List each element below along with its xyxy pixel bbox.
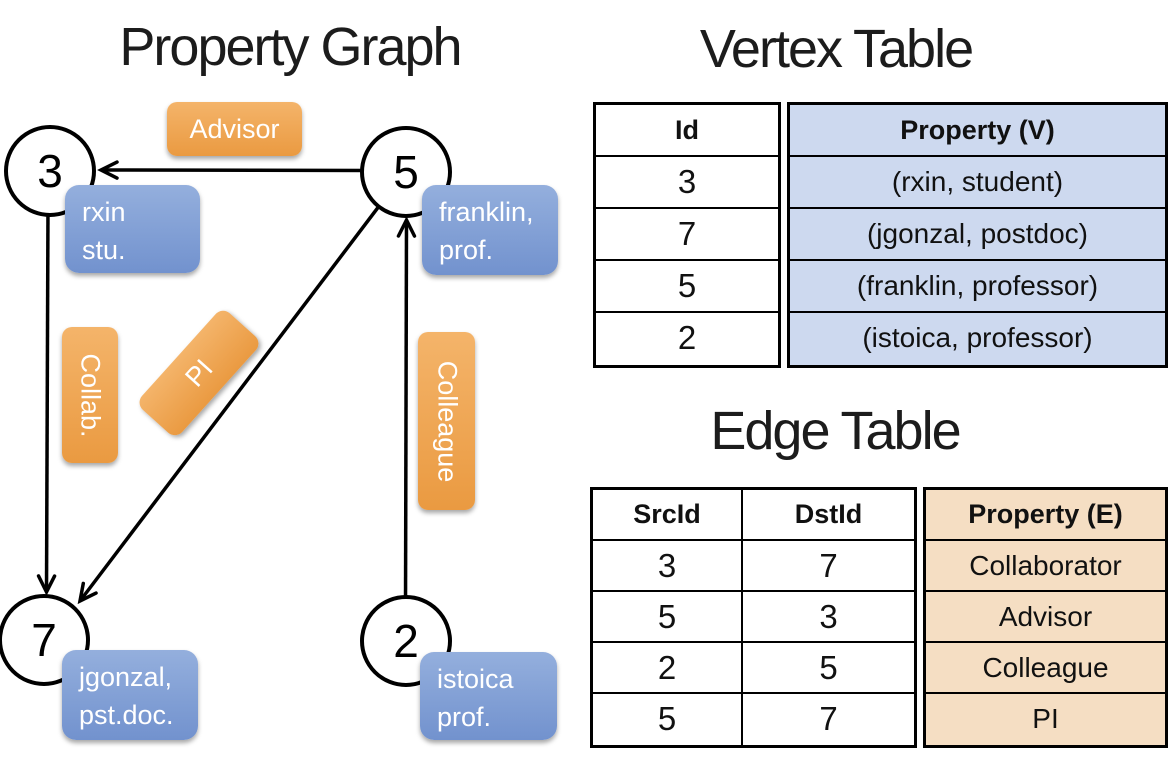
node-2-id: 2 — [393, 615, 419, 667]
vertex-table-property-header: Property (V) — [790, 105, 1165, 157]
vertex-table-title: Vertex Table — [699, 19, 974, 79]
vertex-table-property-cell: (franklin, professor) — [790, 261, 1165, 313]
vertex-table-id-header: Id — [596, 105, 778, 157]
edge-table-srcid-header: SrcId — [593, 490, 741, 541]
edge-table-dstid-cell: 5 — [743, 643, 914, 694]
edge-advisor-line — [97, 160, 373, 180]
node-3-property-line2: stu. — [82, 235, 126, 265]
node-5-property-line2: prof. — [439, 235, 494, 265]
edge-table-dstid-cell: 7 — [819, 700, 838, 737]
edge-table-property-cell: Advisor — [926, 592, 1165, 643]
vertex-table-property-cell: (rxin, student) — [790, 157, 1165, 209]
vertex-table-id-cell: 2 — [677, 319, 697, 356]
edge-label-colleague: Colleague — [418, 332, 475, 510]
node-3-id: 3 — [37, 145, 63, 197]
edge-table-ids-columns: SrcId 3 5 2 5 DstId 7 3 5 7 — [590, 487, 917, 748]
edge-label-collab: Collab. — [62, 327, 118, 463]
edge-table-property-cell: Colleague — [926, 643, 1165, 694]
vertex-table-property-cell: (jgonzal, postdoc) — [790, 209, 1165, 261]
edge-label-pi-text: PI — [178, 353, 219, 393]
vertex-table-id-cell: 3 — [596, 157, 778, 209]
edge-table-srcid-cell: 5 — [593, 592, 741, 643]
edge-table-property-header: Property (E) — [926, 490, 1165, 541]
node-7-property-line2: pst.doc. — [79, 700, 174, 730]
node-7-property-line1: jgonzal, — [79, 662, 173, 692]
node-5-property-pill: franklin, prof. — [422, 185, 558, 275]
edge-label-collab-text: Collab. — [75, 352, 106, 438]
edge-table-property-column: Property (E) Collaborator Advisor Collea… — [923, 487, 1168, 748]
edge-table-dstid-cell: 3 — [743, 592, 914, 643]
edge-label-colleague-text: Colleague — [432, 360, 462, 482]
edge-colleague-line — [396, 216, 417, 609]
node-2-property-line2: prof. — [437, 702, 492, 732]
graph-canvas — [0, 125, 452, 687]
node-7-property-pill: jgonzal, pst.doc. — [62, 650, 198, 740]
edge-pi-line — [77, 187, 394, 605]
vertex-table-property-cell: (istoica, professor) — [862, 322, 1093, 353]
edge-collab-line — [36, 204, 57, 596]
edge-table-dstid-header: DstId — [743, 490, 914, 541]
edge-table-srcid-column: SrcId 3 5 2 5 — [593, 490, 743, 745]
edge-table-property-cell: PI — [1032, 703, 1059, 734]
edge-table-title: Edge Table — [710, 401, 961, 461]
vertex-table-id-cell: 5 — [596, 261, 778, 313]
node-5-id: 5 — [393, 146, 419, 198]
edge-label-advisor: Advisor — [167, 102, 302, 156]
edge-table-dstid-column: DstId 7 3 5 7 — [743, 490, 914, 745]
vertex-table-id-cell: 7 — [596, 209, 778, 261]
node-7-id: 7 — [31, 614, 57, 666]
property-graph-title: Property Graph — [119, 17, 462, 77]
node-2-property-line1: istoica — [437, 664, 514, 694]
edge-table-property-cell: Collaborator — [926, 541, 1165, 592]
edge-label-advisor-text: Advisor — [189, 113, 280, 144]
node-3-property-line1: rxin — [82, 197, 126, 227]
edge-table-dstid-cell: 7 — [743, 541, 914, 592]
edge-table-srcid-cell: 3 — [593, 541, 741, 592]
edge-table-srcid-cell: 5 — [657, 700, 677, 737]
vertex-table-property-column: Property (V) (rxin, student) (jgonzal, p… — [787, 102, 1168, 368]
vertex-table-id-column: Id 3 7 5 2 — [593, 102, 781, 368]
node-2-property-pill: istoica prof. — [420, 652, 557, 740]
node-5-property-line1: franklin, — [439, 197, 534, 227]
edge-table-srcid-cell: 2 — [593, 643, 741, 694]
node-3-property-pill: rxin stu. — [65, 185, 200, 273]
